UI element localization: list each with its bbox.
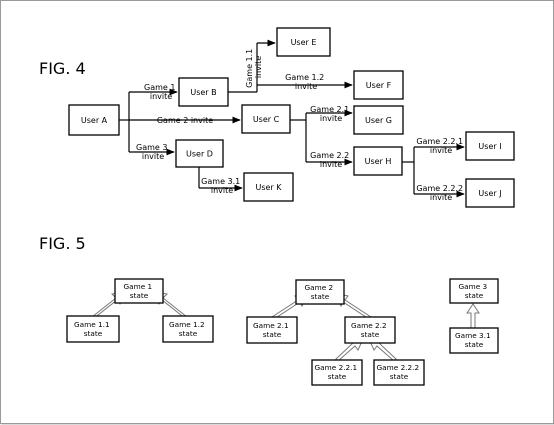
game1-invite-label: Game 1 invite — [144, 83, 178, 101]
game2-2-1-state-label: Game 2.2.1 state — [315, 363, 360, 381]
game1-2-state-label: Game 1.2 state — [169, 320, 207, 338]
game2-1-invite-label: Game 2.1 invite — [310, 105, 352, 123]
user-a-node: User A — [68, 104, 120, 136]
game2-2-1-invite-label: Game 2.2.1 invite — [416, 137, 465, 155]
game3-state-label: Game 3 state — [458, 282, 489, 300]
game2-2-state-label: Game 2.2 state — [351, 321, 389, 339]
game1-state-node: Game 1 state — [114, 278, 164, 304]
user-e-node: User E — [276, 27, 331, 57]
game2-1-state-label: Game 2.1 state — [253, 321, 291, 339]
user-c-node: User C — [241, 104, 291, 134]
user-h-node: User H — [353, 146, 403, 176]
user-j-label: User J — [478, 189, 501, 198]
user-f-node: User F — [353, 70, 404, 100]
user-k-node: User K — [243, 172, 294, 202]
game2-2-state-node: Game 2.2 state — [344, 316, 396, 344]
game1-1-invite-label: Game 1.1 invite — [245, 46, 263, 88]
game2-1-state-node: Game 2.1 state — [246, 316, 298, 344]
game3-1-state-node: Game 3.1 state — [449, 327, 499, 354]
user-k-label: User K — [255, 183, 282, 192]
game2-2-invite-label: Game 2.2 invite — [310, 151, 352, 169]
user-d-node: User D — [175, 139, 224, 168]
fig4-connectors — [119, 39, 465, 198]
game3-state-node: Game 3 state — [449, 278, 499, 304]
game2-state-label: Game 2 state — [304, 283, 335, 301]
game2-invite-label: Game 2 invite — [157, 116, 213, 125]
game2-2-1-state-node: Game 2.2.1 state — [311, 359, 363, 386]
game1-2-state-node: Game 1.2 state — [162, 315, 214, 343]
fig4-label: FIG. 4 — [39, 59, 86, 78]
user-i-label: User I — [478, 142, 501, 151]
game2-2-2-invite-label: Game 2.2.2 invite — [416, 184, 465, 202]
game3-invite-label: Game 3 invite — [136, 143, 170, 161]
game2-state-node: Game 2 state — [295, 279, 345, 305]
user-b-node: User B — [178, 77, 229, 107]
user-g-label: User G — [365, 116, 392, 125]
user-j-node: User J — [465, 178, 515, 208]
user-h-label: User H — [365, 157, 392, 166]
game2-2-2-state-node: Game 2.2.2 state — [373, 359, 425, 386]
game1-2-invite-label: Game 1.2 invite — [285, 73, 327, 91]
user-d-label: User D — [186, 150, 213, 159]
user-e-label: User E — [291, 38, 317, 47]
game1-1-state-label: Game 1.1 state — [74, 320, 112, 338]
user-g-node: User G — [353, 105, 404, 135]
fig5-label: FIG. 5 — [39, 234, 86, 253]
user-f-label: User F — [366, 81, 392, 90]
game3-1-state-label: Game 3.1 state — [455, 331, 493, 349]
user-b-label: User B — [190, 88, 216, 97]
game1-1-state-node: Game 1.1 state — [66, 315, 120, 343]
user-c-label: User C — [253, 115, 280, 124]
game2-2-2-state-label: Game 2.2.2 state — [377, 363, 422, 381]
game1-state-label: Game 1 state — [123, 282, 154, 300]
game3-1-invite-label: Game 3.1 invite — [201, 177, 243, 195]
user-i-node: User I — [465, 131, 515, 161]
user-a-label: User A — [81, 116, 108, 125]
